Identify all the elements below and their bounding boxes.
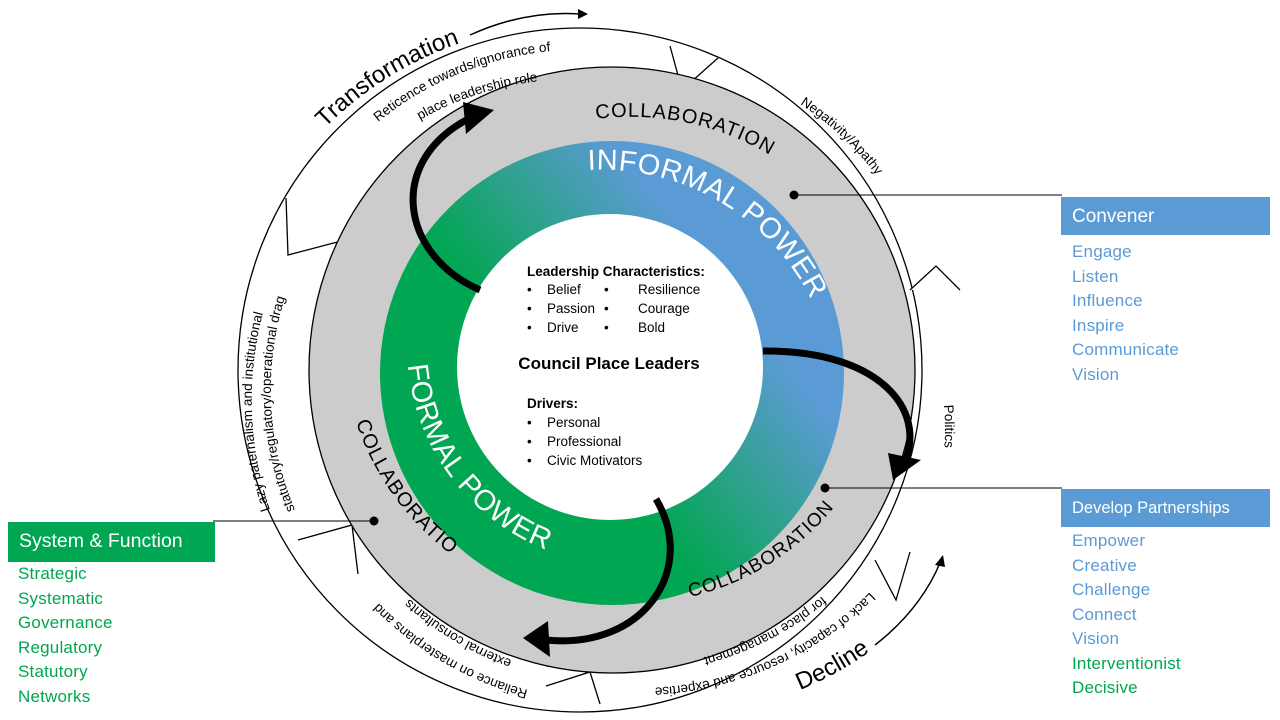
bullet: •: [604, 282, 609, 297]
convener-title: Convener: [1072, 205, 1155, 227]
center-title: Council Place Leaders: [518, 354, 699, 373]
connector-dot-convener: [789, 190, 799, 200]
partnerships-item: Interventionist: [1072, 653, 1181, 673]
arrow-upper-left: [409, 113, 482, 294]
characteristic-item: Resilience: [638, 282, 700, 297]
arrow-right-head: [888, 453, 921, 480]
convener-item: Engage: [1072, 242, 1132, 261]
convener-item: Listen: [1072, 266, 1119, 286]
convener-item: Vision: [1072, 364, 1120, 384]
driver-item: Civic Motivators: [547, 453, 643, 468]
partnerships-title: Develop Partnerships: [1072, 498, 1230, 517]
characteristic-item: Passion: [547, 301, 595, 316]
system-function-item: Systematic: [18, 588, 104, 608]
bullet: •: [527, 301, 532, 316]
partnerships-header: Develop Partnerships: [1061, 489, 1270, 527]
bullet: •: [527, 415, 532, 430]
characteristic-item: Belief: [547, 282, 581, 297]
characteristics-right-list: • Resilience • Courage • Bold: [604, 282, 700, 335]
partnerships-item: Creative: [1072, 555, 1137, 575]
convener-item: Inspire: [1072, 315, 1125, 335]
bullet: •: [527, 282, 532, 297]
politics-text: Politics: [941, 404, 957, 448]
system-function-item: Regulatory: [18, 637, 103, 657]
system-function-item: Networks: [18, 686, 91, 706]
transformation-arrow: [469, 12, 581, 36]
transformation-arrow-head: [578, 9, 588, 19]
system-function-header: System & Function: [8, 522, 215, 562]
characteristics-heading: Leadership Characteristics:: [527, 264, 705, 279]
partnerships-item: Empower: [1072, 531, 1146, 550]
drivers-list: • Personal • Professional • Civic Motiva…: [527, 415, 643, 468]
bullet: •: [527, 434, 532, 449]
inner-circle: [457, 214, 763, 520]
system-function-item: Strategic: [18, 564, 87, 583]
convener-item: Influence: [1072, 291, 1143, 310]
bullet: •: [527, 320, 532, 335]
system-function-title: System & Function: [19, 530, 183, 553]
system-function-list: Strategic Systematic Governance Regulato…: [18, 562, 113, 709]
partnerships-list: Empower Creative Challenge Connect Visio…: [1072, 529, 1181, 701]
bullet: •: [527, 453, 532, 468]
partnerships-item: Connect: [1072, 604, 1137, 624]
partnerships-item: Decisive: [1072, 678, 1138, 697]
convener-list: Engage Listen Influence Inspire Communic…: [1072, 240, 1179, 387]
bullet: •: [604, 320, 609, 335]
characteristic-item: Drive: [547, 320, 579, 335]
system-function-item: Statutory: [18, 662, 88, 681]
decline-arrow: [874, 562, 941, 646]
driver-item: Personal: [547, 415, 600, 430]
characteristic-item: Bold: [638, 320, 665, 335]
connector-dot-system: [369, 516, 379, 526]
partnerships-item: Vision: [1072, 629, 1120, 648]
decline-arrow-head: [935, 555, 945, 567]
arrow-lower: [545, 497, 674, 645]
bullet: •: [604, 301, 609, 316]
partnerships-item: Challenge: [1072, 580, 1151, 599]
outer-band-notch-upper-left: [285, 197, 346, 256]
arrow-upper-left-head: [463, 102, 494, 134]
connector-dot-partnerships: [820, 483, 830, 493]
characteristics-left-list: • Belief • Passion • Drive: [527, 282, 595, 335]
outer-band-notch-right: [909, 265, 961, 291]
convener-item: Communicate: [1072, 340, 1180, 359]
driver-item: Professional: [547, 434, 621, 449]
outer-band-notch-bottom-right: [874, 551, 911, 602]
arrow-right: [762, 347, 914, 463]
drivers-heading: Drivers:: [527, 396, 578, 411]
convener-header: Convener: [1061, 197, 1270, 235]
arrow-lower-head: [523, 621, 550, 657]
system-function-item: Governance: [18, 613, 113, 632]
characteristic-item: Courage: [638, 301, 690, 316]
